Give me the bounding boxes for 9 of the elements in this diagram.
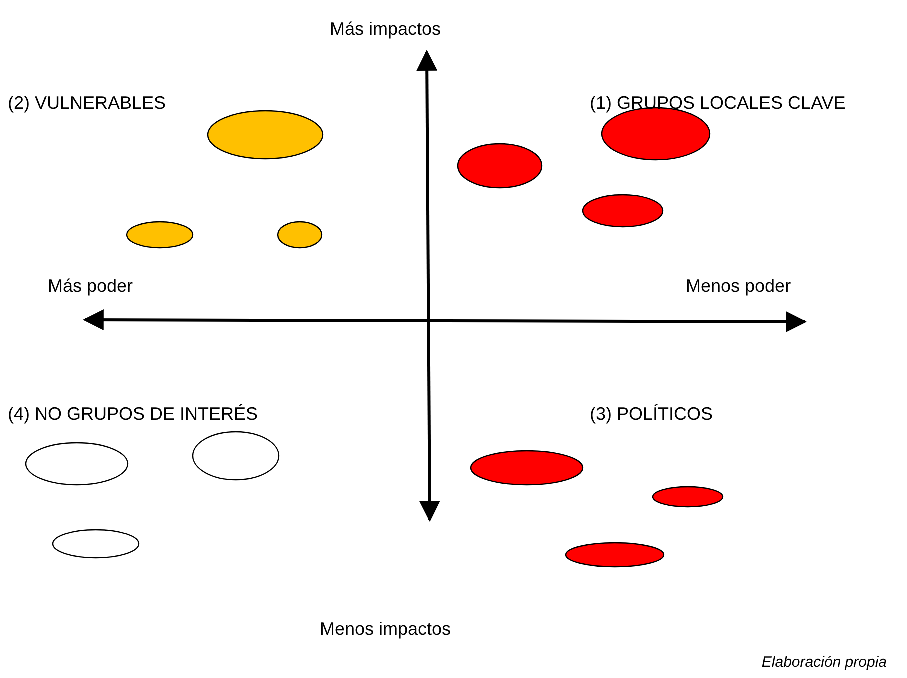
axis-label: Más impactos	[330, 18, 442, 40]
axis-label: Menos poder	[686, 275, 792, 297]
axis-label: Más poder	[48, 275, 134, 297]
quadrant-heading: (1) GRUPOS LOCALES CLAVE	[590, 92, 846, 114]
axis-label: Menos impactos	[320, 618, 452, 640]
quadrant-heading: (2) VULNERABLES	[8, 92, 166, 114]
caption: Elaboración propia	[762, 654, 887, 671]
quadrant-heading: (3) POLÍTICOS	[590, 403, 714, 425]
quadrant-heading: (4) NO GRUPOS DE INTERÉS	[8, 403, 258, 425]
